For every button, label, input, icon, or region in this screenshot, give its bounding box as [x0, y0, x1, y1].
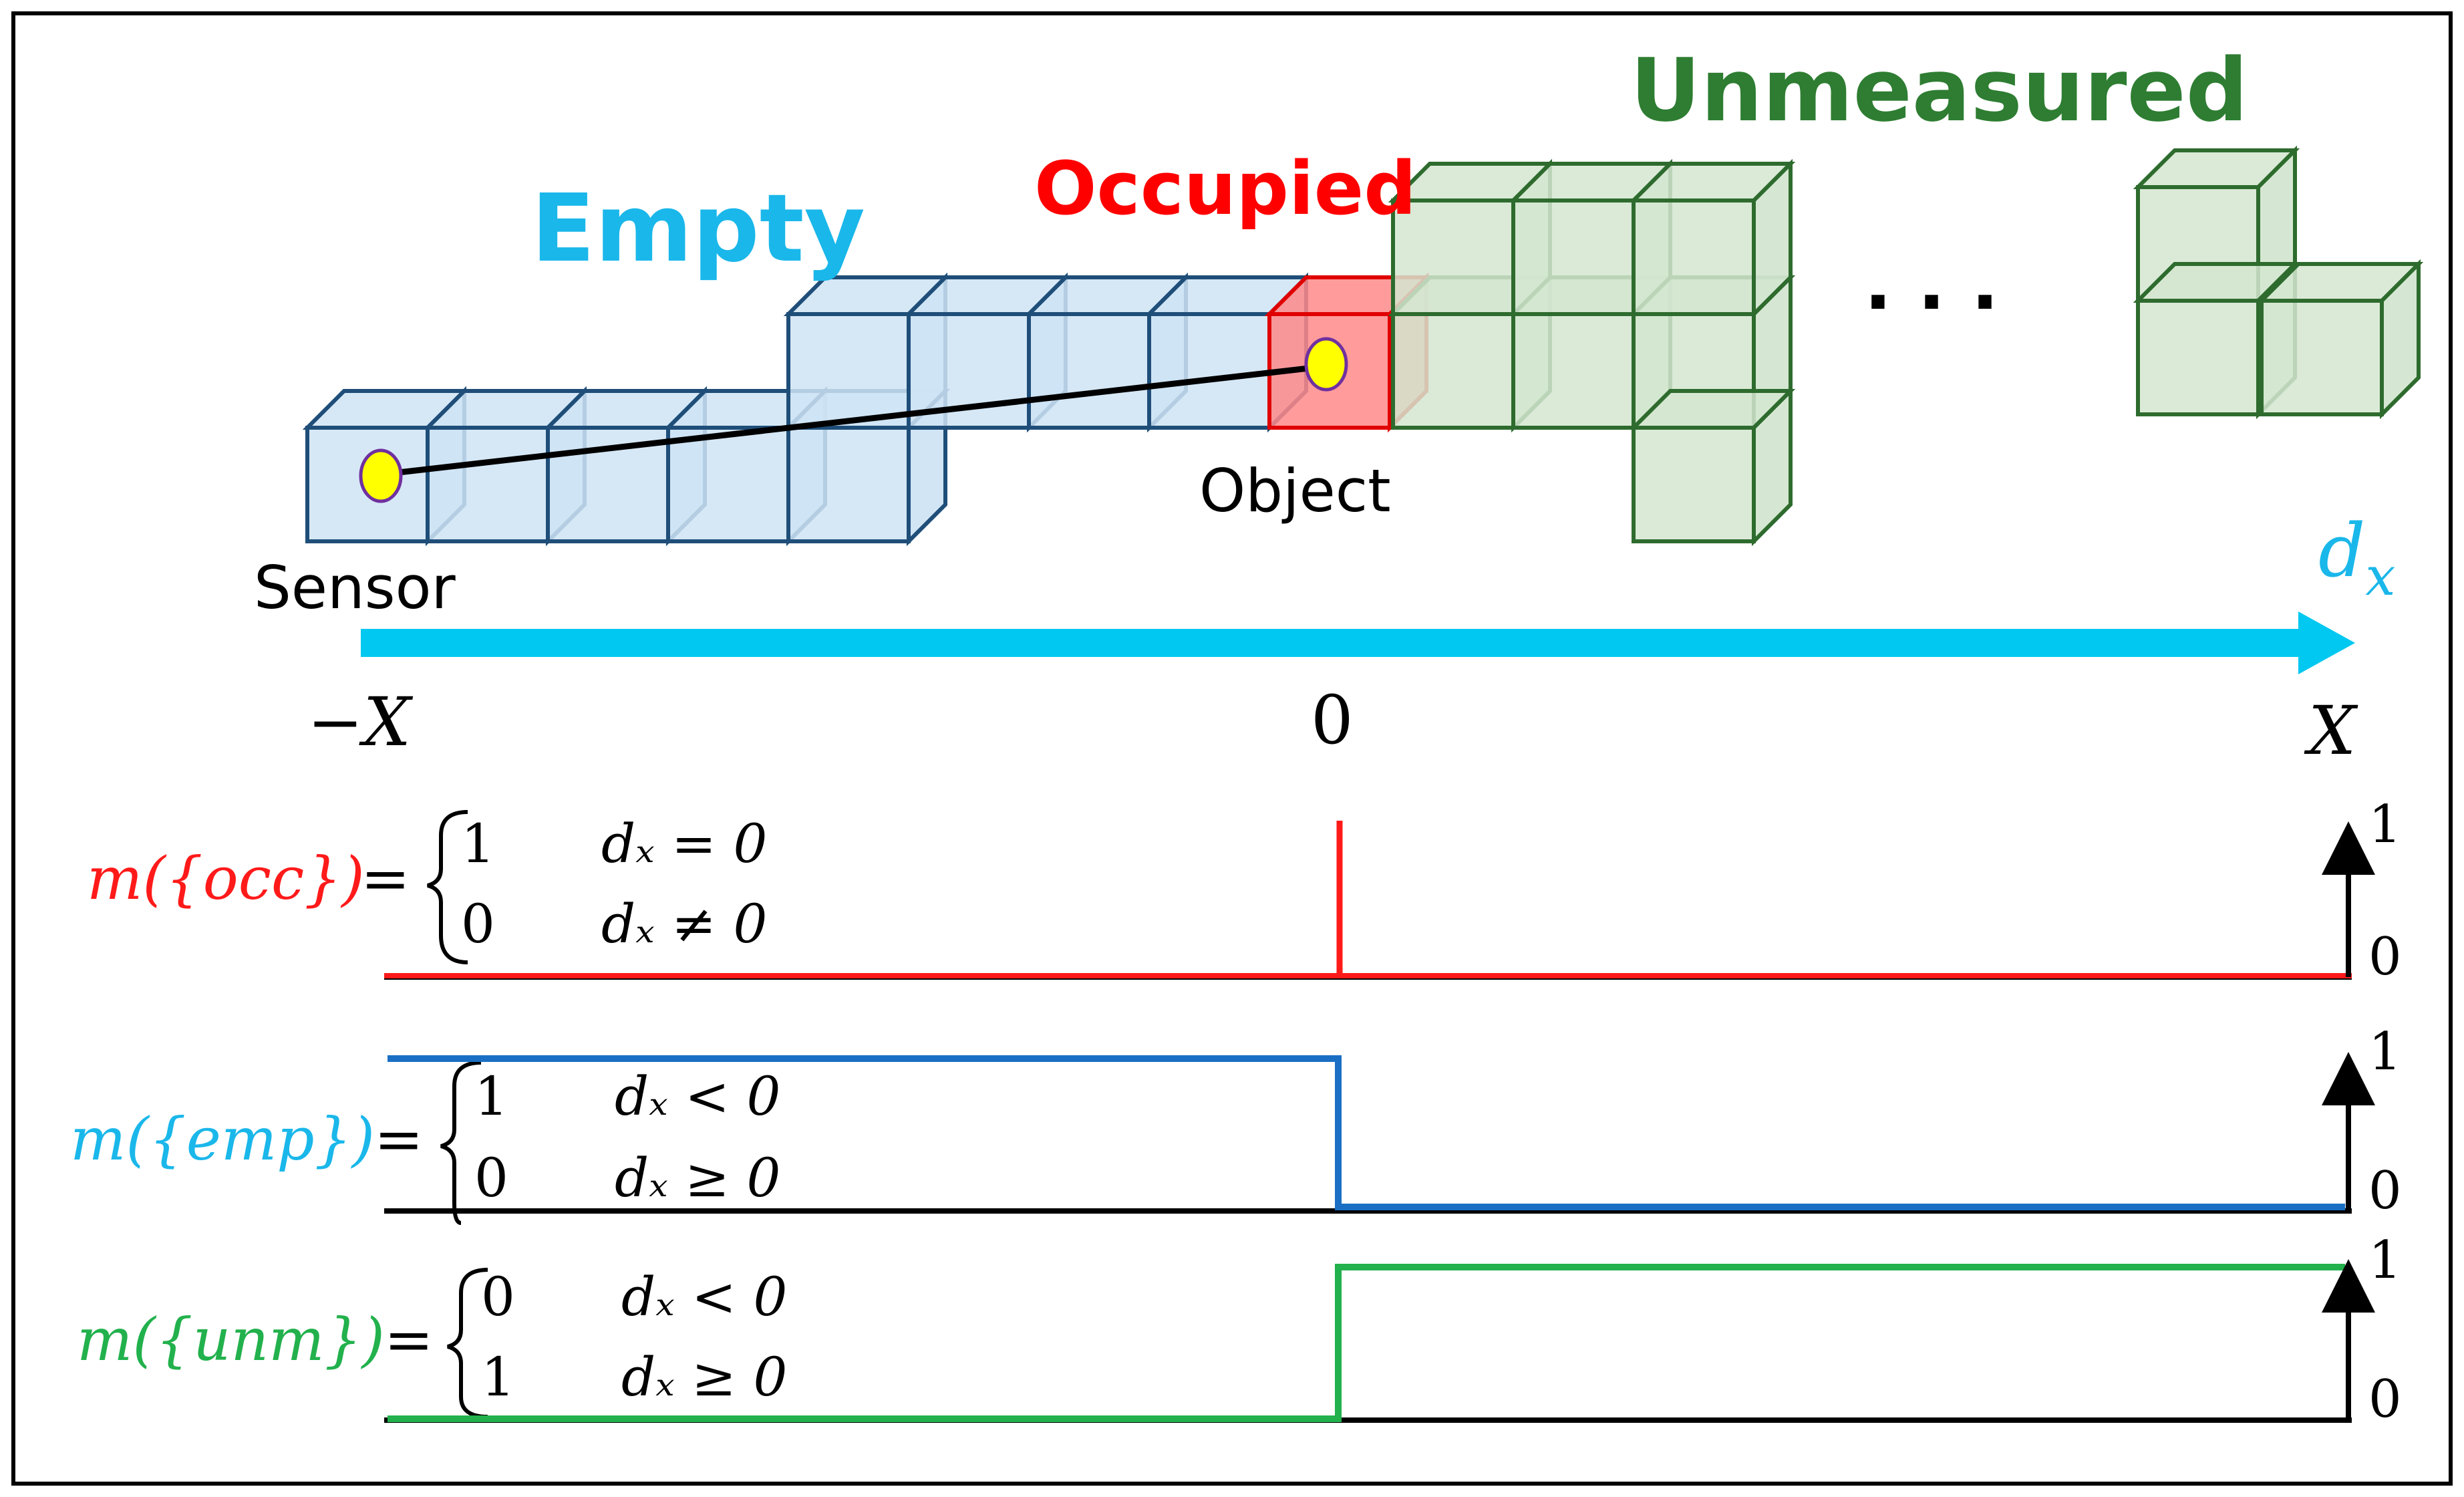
plot-emp-axis-bottom: 0	[2368, 1161, 2402, 1221]
plot-occ-axis-bottom: 0	[2368, 927, 2402, 987]
plot-unm-case-bottom-cond: dₓ ≥ 0	[621, 1346, 787, 1408]
sensor-ray	[380, 363, 1327, 478]
empty-voxel-front-face	[1027, 312, 1151, 430]
plot-occ-case-bottom-cond: dₓ ≠ 0	[601, 893, 767, 955]
empty-voxel-front-face	[786, 312, 911, 430]
plot-occ-case-bottom-value: 0	[461, 893, 495, 955]
unmeasured-voxel-front-face	[1632, 426, 1756, 543]
object-point	[1304, 337, 1348, 392]
unmeasured-voxel-front-face	[2136, 299, 2260, 416]
empty-voxel-front-face	[666, 426, 790, 543]
axis-label-right: X	[2304, 692, 2358, 770]
plot-unm-axis-top: 1	[2368, 1230, 2402, 1290]
plot-occ-equals: =	[361, 844, 410, 913]
label-object: Object	[1199, 456, 1391, 525]
plot-emp-case-top-value: 1	[474, 1065, 508, 1127]
empty-voxel-front-face	[1147, 312, 1271, 430]
plot-emp-function: m({emp})	[70, 1105, 375, 1174]
plot-occ-axis-top: 1	[2368, 795, 2402, 855]
axis-label-left: −X	[307, 683, 414, 761]
empty-voxel-front-face	[786, 426, 911, 543]
unmeasured-voxel-front-face	[1632, 198, 1756, 316]
plot-unm-brace	[447, 1268, 488, 1419]
axis-symbol-sub: x	[2365, 545, 2395, 607]
unmeasured-voxel	[2256, 259, 2424, 420]
axis-label-zero: 0	[1311, 681, 1354, 759]
unmeasured-voxel-front-face	[1511, 312, 1636, 430]
plot-unm-case-bottom-value: 1	[481, 1346, 515, 1408]
empty-voxel-front-face	[426, 426, 550, 543]
unmeasured-voxel-front-face	[1511, 198, 1636, 316]
plot-emp-axis-top: 1	[2368, 1022, 2402, 1082]
sensor-point	[359, 448, 403, 503]
unmeasured-voxel	[1628, 158, 1796, 319]
plot-empty: m({emp}) = 1 dₓ < 0 0 dₓ ≥ 0 1 0	[70, 1022, 2402, 1225]
plot-unmeasured: m({unm}) = 0 dₓ < 0 1 dₓ ≥ 0 1 0	[77, 1230, 2402, 1430]
plot-emp-trace	[388, 1055, 2345, 1210]
label-empty: Empty	[531, 174, 865, 283]
plot-emp-equals: =	[374, 1105, 424, 1174]
label-occupied: Occupied	[1034, 146, 1416, 231]
unmeasured-voxel	[1628, 386, 1796, 547]
label-sensor: Sensor	[254, 553, 456, 622]
plot-unm-case-top-value: 0	[481, 1266, 515, 1328]
unmeasured-voxel-front-face	[2260, 299, 2384, 416]
plot-occupied: m({occ}) = 1 dₓ = 0 0 dₓ ≠ 0 1 0	[87, 795, 2402, 987]
plot-emp-case-top-cond: dₓ < 0	[615, 1065, 780, 1127]
unmeasured-voxel-front-face	[1391, 312, 1515, 430]
plot-unm-equals: =	[384, 1305, 434, 1374]
axis-symbol: dx	[2318, 508, 2396, 607]
label-unmeasured: Unmeasured	[1630, 39, 2248, 141]
plot-emp-case-bottom-cond: dₓ ≥ 0	[615, 1147, 780, 1209]
plot-emp-case-bottom-value: 0	[474, 1147, 508, 1209]
frame-border	[11, 11, 2453, 1486]
plot-occ-function: m({occ})	[87, 844, 365, 913]
unmeasured-voxels	[1388, 145, 2424, 547]
empty-voxels	[302, 272, 1312, 547]
plot-occ-brace	[427, 810, 468, 964]
plot-unm-axis-bottom: 0	[2368, 1369, 2402, 1430]
axis-symbol-main: d	[2318, 508, 2365, 593]
plot-occ-case-top-value: 1	[461, 813, 495, 875]
plot-unm-case-top-cond: dₓ < 0	[621, 1266, 787, 1328]
distance-axis-arrowhead	[2298, 611, 2355, 674]
plot-occ-case-top-cond: dₓ = 0	[601, 813, 767, 875]
plot-unm-trace	[388, 1264, 2345, 1422]
ellipsis-dots: · · ·	[1864, 259, 1999, 345]
plot-unm-function: m({unm})	[77, 1305, 385, 1374]
